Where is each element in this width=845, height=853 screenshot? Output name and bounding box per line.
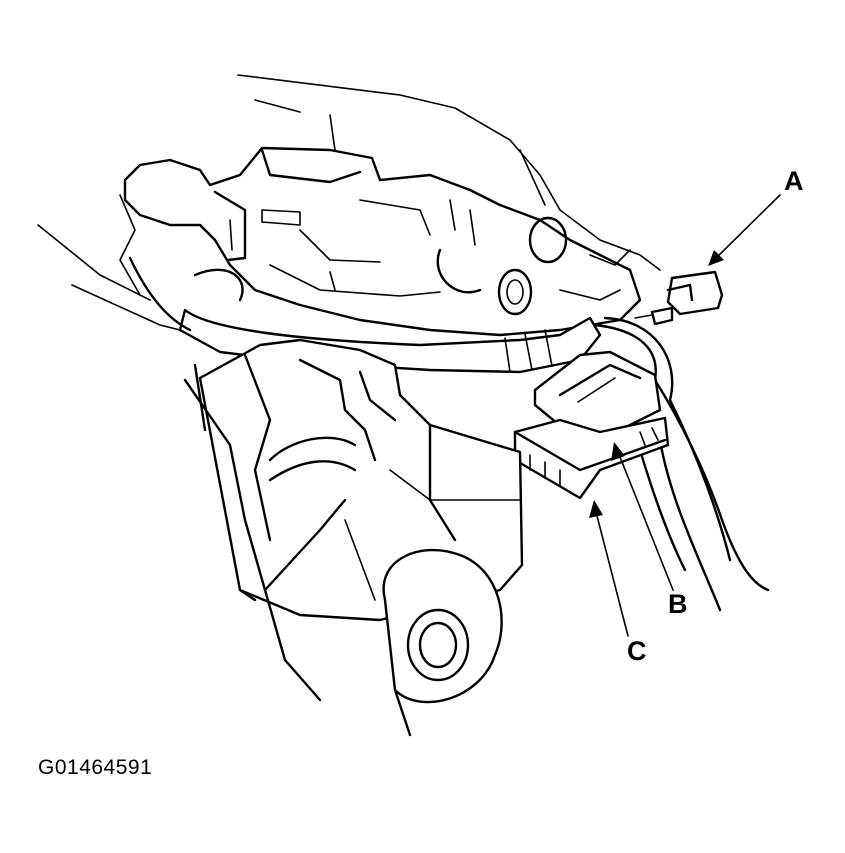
leader-arrows bbox=[589, 194, 781, 637]
valve-body-block bbox=[123, 146, 642, 337]
left-casing bbox=[183, 363, 376, 702]
connector-a bbox=[634, 270, 724, 326]
engine-housing-outline bbox=[37, 74, 661, 336]
mounting-boss bbox=[382, 548, 503, 737]
callout-label-c: C bbox=[627, 636, 647, 666]
callout-label-b: B bbox=[668, 589, 688, 619]
connector-wires bbox=[593, 316, 770, 612]
connector-c bbox=[513, 416, 670, 500]
callout-label-a: A bbox=[784, 166, 804, 196]
figure-id: G01464591 bbox=[38, 756, 153, 779]
